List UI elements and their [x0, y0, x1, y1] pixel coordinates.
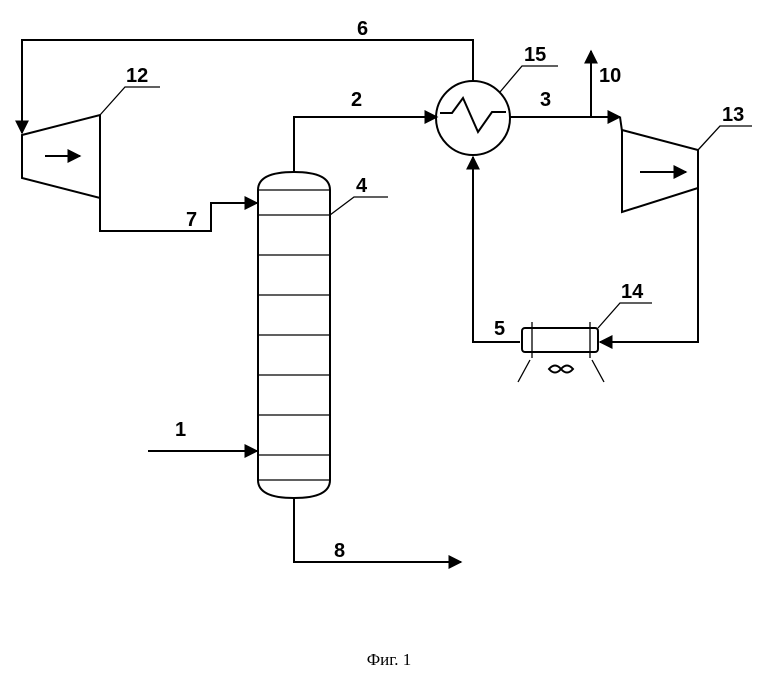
expander-label-12: 12	[126, 65, 148, 87]
compressor-13	[622, 130, 698, 212]
stream-label-8: 8	[334, 540, 345, 562]
stream-label-5: 5	[494, 318, 505, 340]
cooler-label-14: 14	[621, 281, 644, 303]
figure-caption: Фиг. 1	[367, 650, 412, 669]
column-label-4: 4	[356, 175, 368, 197]
stream-label-7: 7	[186, 209, 197, 231]
air-cooler-14	[518, 322, 604, 382]
fan-icon	[549, 366, 573, 373]
distillation-column	[258, 172, 330, 498]
leader-lines	[100, 66, 752, 328]
exchanger-label-15: 15	[524, 44, 546, 66]
stream-label-2: 2	[351, 89, 362, 111]
stream-label-3: 3	[540, 89, 551, 111]
turboexpander-12	[22, 115, 100, 198]
compressor-label-13: 13	[722, 104, 744, 126]
stream-label-10: 10	[599, 65, 621, 87]
heat-exchanger-15	[436, 81, 510, 155]
stream-lines	[22, 40, 698, 562]
stream-label-1: 1	[175, 419, 186, 441]
stream-label-6: 6	[357, 18, 368, 40]
